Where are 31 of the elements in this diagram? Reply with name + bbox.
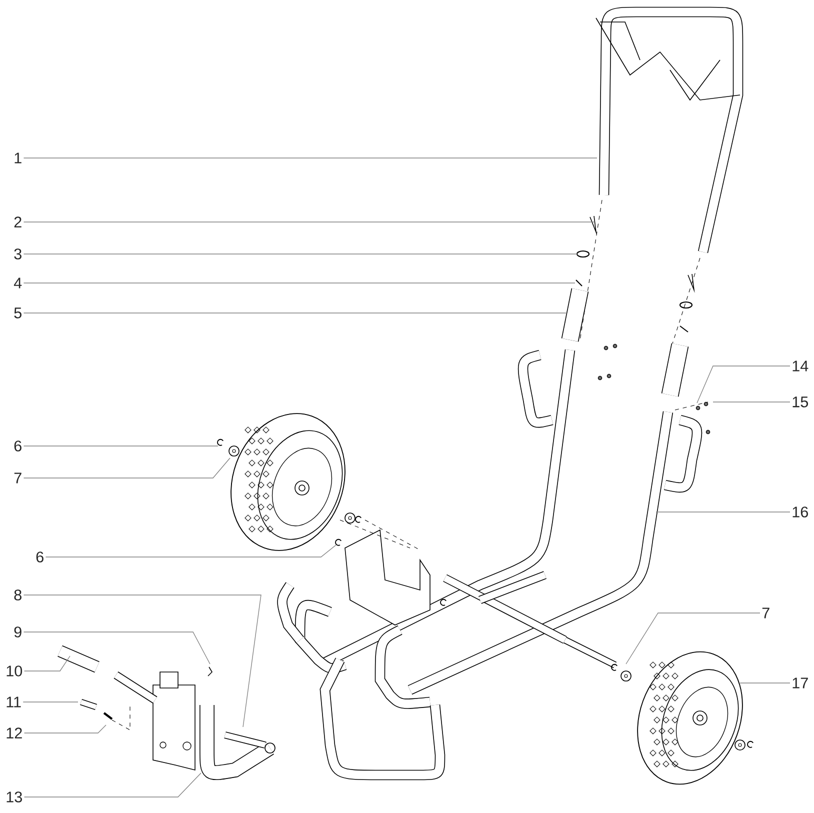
leader-line	[24, 656, 70, 672]
leader-line	[23, 312, 566, 314]
callout-number: 9	[14, 626, 22, 638]
callout-number: 17	[792, 678, 808, 688]
callout-number: 7	[762, 608, 770, 618]
leader-line	[45, 544, 336, 558]
leader-line	[23, 282, 576, 284]
callout-number: 11	[6, 696, 21, 708]
callout-number: 15	[792, 396, 808, 408]
callout-number: 5	[14, 308, 22, 318]
callout-number: 16	[792, 506, 808, 518]
callout-number: 2	[14, 216, 22, 228]
callout-number: 8	[14, 590, 22, 600]
callout-number: 3	[14, 248, 22, 260]
leader-line	[23, 632, 210, 664]
callout-number: 1	[14, 152, 22, 164]
leader-line	[23, 458, 230, 478]
callout-number: 12	[6, 728, 22, 738]
leader-line	[24, 724, 106, 734]
leader-line	[696, 366, 790, 404]
callout-number: 6	[36, 552, 44, 562]
callout-number: 10	[6, 666, 22, 676]
callout-number: 13	[6, 792, 22, 802]
leader-line	[23, 594, 262, 728]
callout-number: 7	[14, 472, 22, 484]
callout-number: 6	[14, 440, 22, 452]
leader-line	[24, 772, 202, 798]
leader-line	[740, 682, 790, 684]
callout-number: 14	[792, 360, 808, 372]
leader-line	[626, 612, 760, 664]
callout-number: 4	[14, 278, 22, 288]
